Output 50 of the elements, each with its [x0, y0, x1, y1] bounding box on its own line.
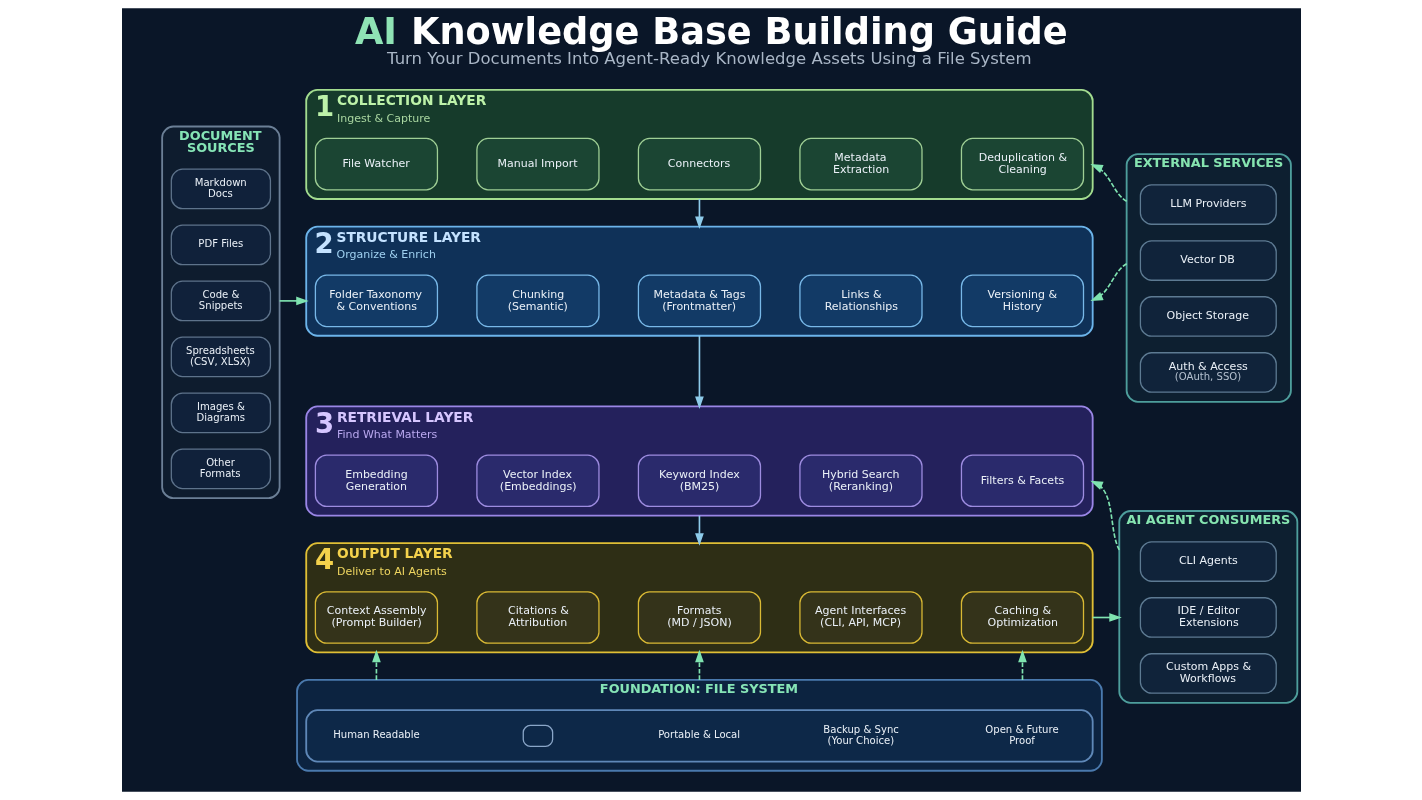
- node-box: Metadata & Tags (Frontmatter): [637, 274, 761, 328]
- node-box: Other Formats: [170, 448, 271, 490]
- node-box: Images & Diagrams: [170, 392, 271, 434]
- node-text: Portable & Local: [657, 729, 740, 741]
- node-box: Citations & Attribution: [475, 591, 600, 644]
- arrow: [278, 296, 309, 306]
- node-box: Connectors: [637, 137, 761, 191]
- node-box: [522, 724, 553, 748]
- node-box: Embedding Generation: [314, 454, 438, 508]
- node-box: PDF Files: [170, 224, 271, 266]
- arrow: [694, 198, 704, 230]
- node-box: IDE / Editor Extensions: [1139, 597, 1277, 638]
- arrow: [694, 649, 704, 681]
- node-box: Vector Index (Embeddings): [475, 454, 600, 508]
- node-box: Chunking (Semantic): [475, 274, 600, 328]
- diagram-title: AI Knowledge Base Building Guide: [354, 9, 1068, 53]
- node-box: Folder Taxonomy & Conventions: [314, 274, 438, 328]
- node-box: Custom Apps & Workflows: [1139, 653, 1277, 694]
- node-box: Deduplication & Cleaning: [960, 137, 1084, 191]
- node-text: Backup & Sync (Your Choice): [822, 723, 899, 746]
- node-box: Hybrid Search (Reranking): [798, 454, 923, 508]
- node-box: CLI Agents: [1139, 541, 1277, 582]
- node-box: Metadata Extraction: [798, 137, 923, 191]
- node-box: Keyword Index (BM25): [637, 454, 761, 508]
- node-box: Code & Snippets: [170, 280, 271, 322]
- node-box: Filters & Facets: [960, 454, 1084, 508]
- arrow: [694, 514, 704, 546]
- node-box: Markdown Docs: [170, 168, 271, 210]
- node-box: Links & Relationships: [798, 274, 923, 328]
- node-box: Context Assembly (Prompt Builder): [314, 591, 438, 644]
- node-box: LLM Providers: [1139, 184, 1277, 225]
- cluster: [304, 709, 1094, 763]
- node-box: Spreadsheets (CSV, XLSX): [170, 336, 271, 378]
- arrow: [1089, 480, 1120, 551]
- arrow: [1089, 164, 1127, 203]
- node-box: Object Storage: [1139, 296, 1277, 337]
- arrow: [694, 334, 704, 409]
- node-box: Manual Import: [475, 137, 600, 191]
- node-box: Versioning & History: [960, 274, 1084, 328]
- node-text: Human Readable: [332, 729, 420, 741]
- arrow: [1089, 262, 1127, 301]
- node-text: Open & Future Proof: [984, 723, 1059, 746]
- node-box: File Watcher: [314, 137, 438, 191]
- node-box: Formats (MD / JSON): [637, 591, 761, 644]
- node-box: Vector DB: [1139, 240, 1277, 281]
- node-box: Caching & Optimization: [960, 591, 1084, 644]
- node-box: Auth & Access (OAuth, SSO): [1139, 352, 1277, 393]
- arrow: [371, 649, 381, 681]
- arrow: [1017, 649, 1027, 681]
- node-box: Agent Interfaces (CLI, API, MCP): [798, 591, 923, 644]
